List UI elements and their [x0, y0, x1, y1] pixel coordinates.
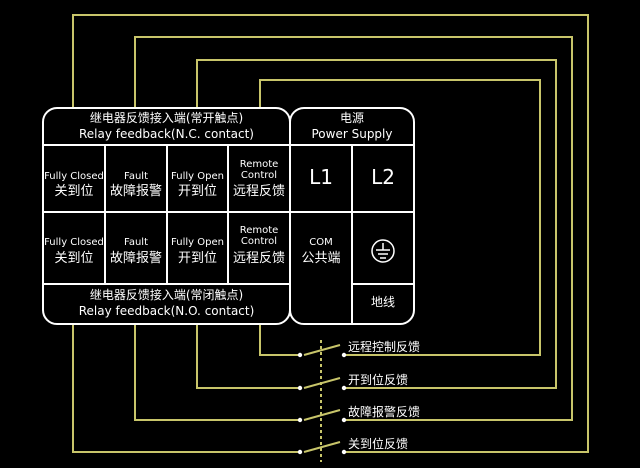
contact-dot: [341, 352, 347, 358]
switch-label-remote: 远程控制反馈: [348, 340, 421, 354]
top-cell-2-zh: 故障报警: [109, 184, 162, 199]
bottom-cell-2-en: Fault: [124, 237, 148, 248]
contact-dot: [341, 385, 347, 391]
top-cell-4-en: Remote Control: [239, 159, 279, 181]
wire-no-fault: [134, 325, 298, 421]
switch-blade-4: [303, 441, 341, 453]
com-label-zh: 公共端: [301, 251, 341, 266]
wire-no-remote: [259, 325, 298, 356]
contact-dot: [297, 449, 303, 455]
wire-nc-fully-open: [196, 59, 557, 389]
nc-header-en: Relay feedback(N.C. contact): [79, 127, 254, 141]
ground-label-zh: 地线: [370, 295, 395, 309]
top-cell-4-zh: 远程反馈: [232, 184, 285, 199]
no-footer-en: Relay feedback(N.O. contact): [78, 304, 255, 318]
bottom-cell-4-en: Remote Control: [239, 225, 279, 247]
power-header-en: Power Supply: [311, 127, 393, 141]
power-terminal-block: [289, 107, 415, 325]
wire-no-fully-open: [196, 325, 298, 389]
top-cell-3-zh: 开到位: [177, 184, 217, 199]
switch-label-fault: 故障报警反馈: [348, 405, 421, 419]
switch-blade-1: [303, 344, 341, 356]
no-footer-zh: 继电器反馈接入端(常闭触点): [89, 288, 244, 302]
contact-dot: [297, 385, 303, 391]
contact-dot: [297, 352, 303, 358]
ground-icon: [371, 239, 395, 263]
contact-dot: [297, 417, 303, 423]
switch-label-closed: 关到位反馈: [348, 437, 409, 451]
bottom-cell-1-en: Fully Closed: [44, 237, 104, 248]
bottom-cell-3-zh: 开到位: [177, 251, 217, 266]
bottom-cell-3-en: Fully Open: [171, 237, 224, 248]
top-cell-2-en: Fault: [124, 171, 148, 182]
switch-contacts: [297, 352, 347, 455]
bottom-cell-4-zh: 远程反馈: [232, 251, 285, 266]
wire-nc-remote: [259, 79, 541, 356]
top-cell-1-en: Fully Closed: [44, 171, 104, 182]
nc-header-zh: 继电器反馈接入端(常开触点): [89, 111, 244, 125]
top-cell-1-zh: 关到位: [54, 184, 94, 199]
power-header-zh: 电源: [339, 111, 364, 125]
wire-nc-fault: [134, 36, 573, 421]
contact-dot: [341, 417, 347, 423]
contact-dot: [341, 449, 347, 455]
bottom-cell-2-zh: 故障报警: [109, 251, 162, 266]
wire-no-fully-closed: [72, 325, 298, 453]
switch-label-open: 开到位反馈: [348, 373, 409, 387]
com-label-en: COM: [309, 237, 333, 248]
top-cell-3-en: Fully Open: [171, 171, 224, 182]
bottom-cell-1-zh: 关到位: [54, 251, 94, 266]
relay-terminal-block: [42, 107, 291, 325]
feedback-wires: [72, 14, 589, 462]
l2-label: L2: [371, 165, 395, 189]
l1-label: L1: [309, 165, 333, 189]
wire-nc-fully-closed: [72, 14, 589, 453]
